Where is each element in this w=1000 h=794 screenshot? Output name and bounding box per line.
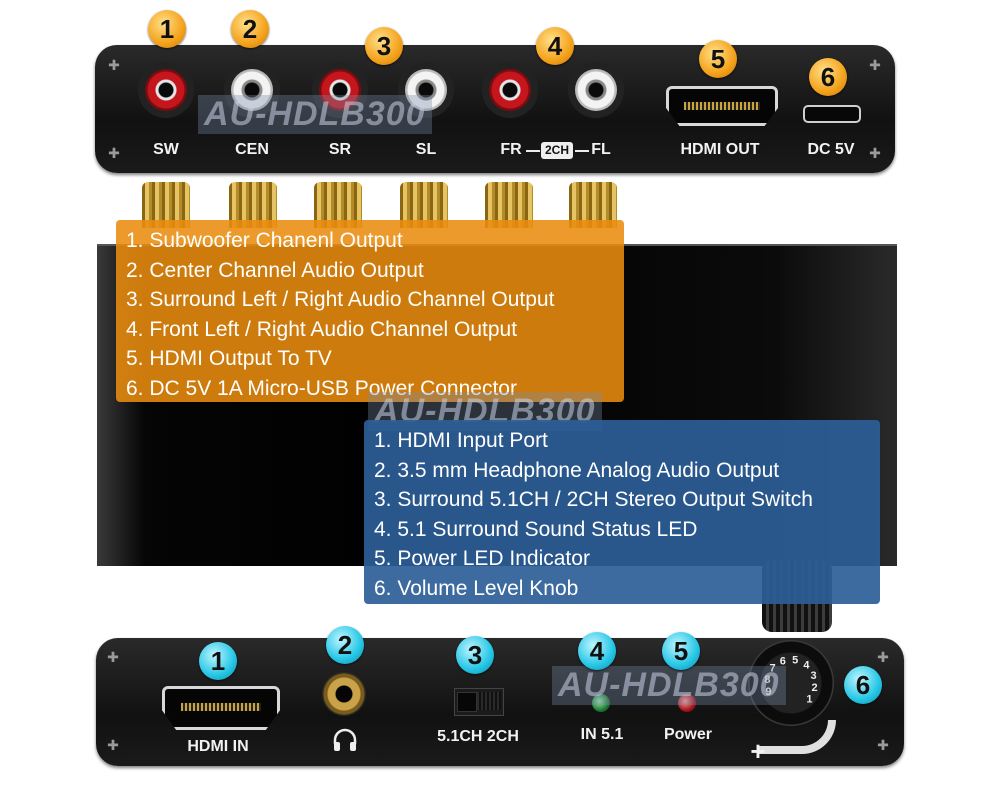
front-features-legend: 1. HDMI Input Port 2. 3.5 mm Headphone A… [364, 420, 880, 604]
volume-knob[interactable] [748, 640, 834, 726]
legend-line: 6. Volume Level Knob [374, 576, 579, 600]
sl-jack [398, 62, 454, 118]
legend-line: 4. Front Left / Right Audio Channel Outp… [126, 317, 518, 341]
volume-plus: + [750, 736, 766, 766]
badge-4: 4 [536, 27, 574, 65]
screw-icon: ✚ [877, 649, 889, 665]
sr-label: SR [328, 141, 352, 158]
screw-icon: ✚ [877, 737, 889, 753]
hdmi-out-label: HDMI OUT [680, 141, 760, 158]
legend-line: 5. HDMI Output To TV [126, 347, 332, 370]
knob-number: 8 [764, 674, 770, 686]
led-power [678, 694, 696, 712]
knob-number: 5 [792, 654, 798, 666]
led-in51 [592, 694, 610, 712]
badge-5: 5 [699, 40, 737, 78]
watermark: AU-HDLB300 [198, 95, 432, 134]
sl-label: SL [415, 141, 437, 158]
dc-label: DC 5V [807, 141, 855, 158]
knob-number: 9 [765, 686, 771, 698]
knob-number: 3 [811, 670, 817, 682]
watermark: AU-HDLB300 [552, 666, 786, 705]
sw-jack [138, 62, 194, 118]
in51-label: IN 5.1 [580, 726, 624, 743]
knob-number: 2 [812, 682, 818, 694]
2ch-tag: 2CH [541, 142, 573, 159]
badge-4: 4 [578, 632, 616, 670]
screw-icon: ✚ [869, 57, 881, 73]
fl-dash [575, 150, 589, 152]
hdmi-in-label: HDMI IN [187, 738, 249, 755]
fr-jack [482, 62, 538, 118]
fl-label: FL [591, 141, 611, 158]
cen-jack [224, 62, 280, 118]
screw-icon: ✚ [108, 145, 120, 161]
switch-label: 5.1CH 2CH [437, 728, 519, 745]
knob-number: 4 [803, 660, 810, 672]
screw-icon: ✚ [108, 57, 120, 73]
sw-label: SW [153, 141, 179, 158]
legend-line: 2. 3.5 mm Headphone Analog Audio Output [374, 458, 780, 482]
headphone-jack [322, 672, 366, 716]
legend-line: 1. HDMI Input Port [374, 429, 548, 452]
badge-1: 1 [199, 642, 237, 680]
hdmi-in-port [162, 686, 280, 730]
badge-2: 2 [326, 626, 364, 664]
screw-icon: ✚ [107, 737, 119, 753]
badge-3: 3 [456, 636, 494, 674]
legend-line: 2. Center Channel Audio Output [126, 258, 424, 282]
badge-6: 6 [809, 58, 847, 96]
legend-line: 4. 5.1 Surround Sound Status LED [374, 517, 698, 541]
output-switch [454, 688, 504, 716]
legend-line: 3. Surround Left / Right Audio Channel O… [126, 288, 555, 311]
legend-line: 3. Surround 5.1CH / 2CH Stereo Output Sw… [374, 488, 813, 511]
screw-icon: ✚ [869, 145, 881, 161]
sr-jack [312, 62, 368, 118]
fl-jack [568, 62, 624, 118]
badge-2: 2 [231, 10, 269, 48]
fr-label: FR [500, 141, 522, 158]
badge-5: 5 [662, 632, 700, 670]
screw-icon: ✚ [107, 649, 119, 665]
legend-line: 5. Power LED Indicator [374, 547, 590, 570]
legend-line: 1. Subwoofer Chanenl Output [126, 229, 403, 252]
hdmi-out-port [666, 86, 778, 126]
knob-number: 1 [806, 693, 812, 705]
micro-usb-port [803, 105, 861, 123]
headphone-icon [333, 728, 357, 751]
power-label: Power [663, 726, 712, 743]
badge-6: 6 [844, 666, 882, 704]
rear-outputs-legend: 1. Subwoofer Chanenl Output 2. Center Ch… [116, 220, 624, 402]
knob-number: 7 [770, 663, 776, 675]
cen-label: CEN [235, 141, 269, 158]
badge-1: 1 [148, 10, 186, 48]
legend-line: 6. DC 5V 1A Micro-USB Power Connector [126, 376, 517, 400]
fr-dash [526, 150, 540, 152]
badge-3: 3 [365, 27, 403, 65]
knob-number: 6 [780, 655, 786, 667]
